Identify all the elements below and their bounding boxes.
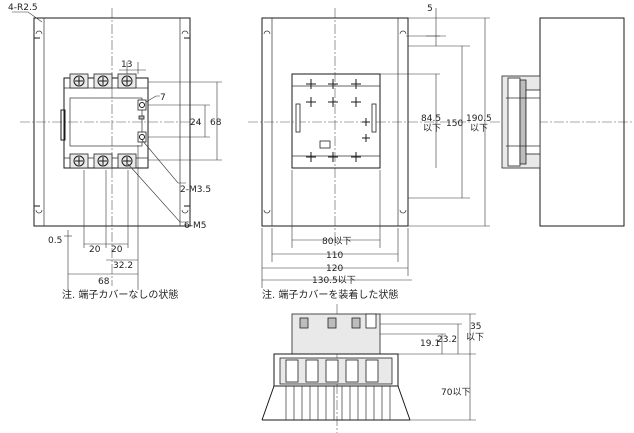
side-view bbox=[490, 17, 634, 227]
dim-80: 80以下 bbox=[322, 237, 351, 247]
dim-19-1: 19.1 bbox=[420, 339, 440, 349]
dim-23-2: 23.2 bbox=[437, 335, 457, 345]
bottom-side-view bbox=[261, 304, 411, 433]
dim-120: 120 bbox=[326, 264, 343, 274]
m5-label: 6-M5 bbox=[184, 221, 206, 231]
dim-150: 150 bbox=[446, 119, 463, 129]
front-view-with-cover bbox=[248, 8, 470, 246]
dim-35: 35 bbox=[470, 322, 481, 332]
dim-20-a: 20 bbox=[89, 245, 101, 255]
dim-190-5-unit: 以下 bbox=[470, 124, 488, 134]
dim-68-vertical: 68 bbox=[210, 118, 222, 128]
dim-24: 24 bbox=[190, 118, 202, 128]
dim-70: 70以下 bbox=[441, 388, 470, 398]
radius-label: 4-R2.5 bbox=[8, 3, 38, 13]
dim-7: 7 bbox=[160, 93, 166, 103]
dim-20-b: 20 bbox=[111, 245, 123, 255]
dim-68-horizontal: 68 bbox=[98, 277, 110, 287]
left-view-dimensions: 4-R2.5 13 7 24 68 2-M3.5 6-M5 0.5 20 20 … bbox=[8, 3, 222, 301]
dim-32-2: 32.2 bbox=[113, 261, 133, 271]
dim-110: 110 bbox=[326, 251, 343, 261]
note-with-cover: 注. 端子カバーを装着した状態 bbox=[262, 288, 398, 301]
dim-84-5-unit: 以下 bbox=[423, 124, 441, 134]
dim-13: 13 bbox=[121, 60, 132, 70]
m35-label: 2-M3.5 bbox=[180, 185, 211, 195]
middle-view-dimensions: 5 84.5 以下 150 190.5 以下 80以下 110 120 130.… bbox=[261, 4, 492, 301]
bottom-view-dimensions: 35 以下 23.2 19.1 70以下 bbox=[380, 313, 484, 421]
front-view-no-cover bbox=[20, 8, 200, 286]
dim-35-unit: 以下 bbox=[466, 333, 484, 343]
note-no-cover: 注. 端子カバーなしの状態 bbox=[62, 288, 178, 301]
dim-84-5: 84.5 bbox=[421, 114, 441, 124]
dim-130-5: 130.5以下 bbox=[312, 276, 356, 286]
dim-5: 5 bbox=[427, 4, 433, 14]
dim-0-5: 0.5 bbox=[48, 236, 62, 246]
dim-190-5: 190.5 bbox=[466, 114, 492, 124]
